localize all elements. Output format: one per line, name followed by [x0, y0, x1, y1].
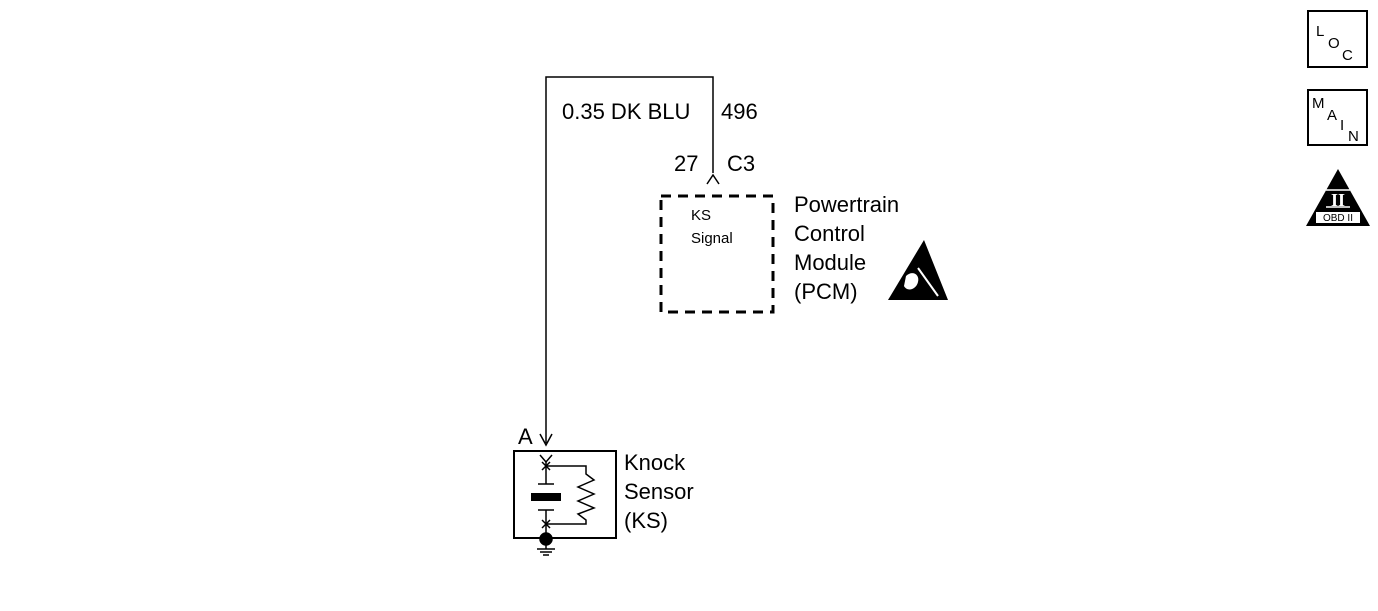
knock-sensor-symbol — [531, 454, 596, 536]
obd-ii-icon[interactable]: II OBD II — [1306, 169, 1370, 226]
main-icon[interactable]: M A I N — [1307, 89, 1368, 146]
pcm-name-line-3: Module — [794, 250, 866, 275]
main-letter-m: M — [1312, 95, 1325, 112]
circuit-wire — [539, 76, 720, 447]
location-icon[interactable]: L O C — [1307, 10, 1368, 68]
pcm-name-line-4: (PCM) — [794, 279, 858, 304]
pcm-module-box — [659, 194, 775, 314]
sensor-terminal-label: A — [518, 424, 533, 449]
pcm-name-line-2: Control — [794, 221, 865, 246]
esd-warning-icon — [888, 240, 948, 300]
main-letter-a: A — [1327, 107, 1337, 124]
main-letter-n: N — [1348, 128, 1359, 145]
circuit-number-label: 496 — [721, 99, 758, 124]
connector-id-label: C3 — [727, 151, 755, 176]
knock-sensor-box — [513, 450, 617, 539]
ground-symbol — [537, 532, 555, 556]
obd-label: OBD II — [1323, 213, 1353, 224]
loc-letter-l: L — [1316, 23, 1324, 40]
obd-numeral: II — [1331, 190, 1345, 210]
wire-color-label: 0.35 DK BLU — [562, 99, 690, 124]
main-letter-i: I — [1340, 117, 1344, 134]
pcm-signal-line-1: KS — [691, 207, 711, 224]
pin-number-label: 27 — [674, 151, 698, 176]
pcm-name-line-1: Powertrain — [794, 192, 899, 217]
sensor-name-line-2: Sensor — [624, 479, 694, 504]
sensor-name-line-3: (KS) — [624, 508, 668, 533]
sensor-name-line-1: Knock — [624, 450, 686, 475]
pcm-signal-line-2: Signal — [691, 230, 733, 247]
loc-letter-o: O — [1328, 35, 1340, 52]
loc-letter-c: C — [1342, 47, 1353, 64]
